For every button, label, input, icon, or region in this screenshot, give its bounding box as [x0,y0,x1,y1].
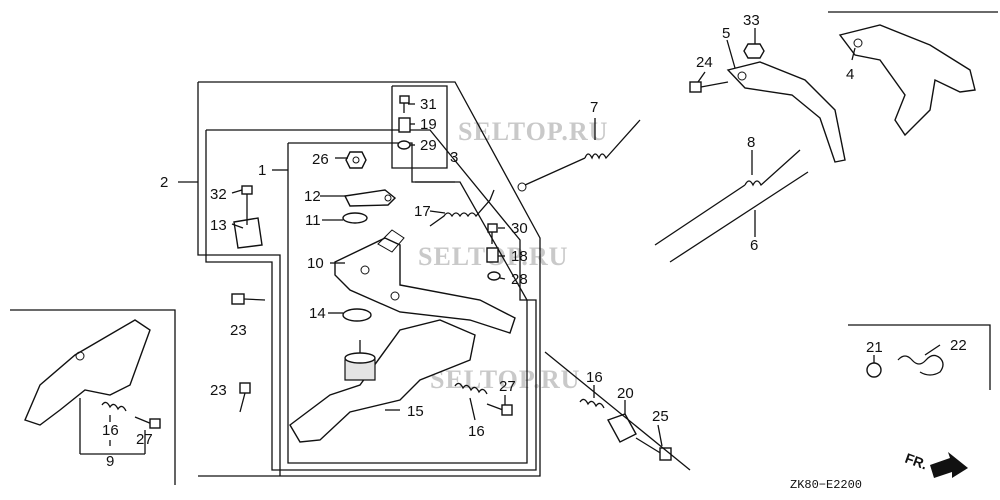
callout-27-center: 27 [499,378,516,395]
callout-24: 24 [696,54,713,71]
callout-9: 9 [106,453,114,470]
callout-4: 4 [846,66,854,83]
washer-28 [487,271,501,281]
callout-11: 11 [305,212,321,229]
callout-8: 8 [747,134,755,151]
bracket-assembly-9 [24,319,161,429]
washer-14 [342,308,372,322]
callout-1: 1 [258,162,266,179]
rod-8 [654,149,801,246]
callout-17: 17 [414,203,431,220]
group-outline-29 [391,85,448,169]
rod-7 [517,119,641,192]
callout-31: 31 [420,96,437,113]
nut-18 [486,247,499,263]
callout-18: 18 [511,248,528,265]
watermark: SELTOP.RU [458,117,608,146]
callout-7: 7 [590,99,598,116]
lever-assembly-4 [838,24,976,137]
callout-33: 33 [743,12,760,29]
front-direction-arrow [930,452,968,478]
callout-32: 32 [210,186,227,203]
callout-2: 2 [160,174,168,191]
callout-labels: 2 1 3 26 12 11 10 14 15 32 13 23 23 31 1… [102,12,967,470]
callout-14: 14 [309,305,326,322]
callout-23-lower: 23 [210,382,227,399]
nut-33 [743,43,765,59]
bolt-23-upper [231,293,266,305]
callout-3: 3 [450,149,458,166]
callout-30: 30 [511,220,528,237]
callout-10: 10 [307,255,324,272]
nut-26 [345,151,367,169]
direction-label: FR. [903,450,930,473]
chain-22 [897,354,944,376]
callout-23-upper: 23 [230,322,247,339]
clip-29 [397,140,411,150]
callout-16-right: 16 [586,369,603,386]
bolt-25 [635,437,672,461]
spring-17 [429,189,495,227]
grommet-21 [866,362,882,378]
callout-21: 21 [866,339,883,356]
callout-27-left: 27 [136,431,153,448]
diagram-code: ZK80−E2200 [790,478,862,492]
group-outline-left [10,309,176,485]
callout-16-left: 16 [102,422,119,439]
callout-15: 15 [407,403,424,420]
bracket-13 [233,185,263,249]
bolt-27-center [486,403,513,416]
callout-12: 12 [304,188,321,205]
group-outline-22 [848,324,991,390]
leader-lines [79,28,941,455]
leader-20-box [544,351,691,471]
callout-5: 5 [722,25,730,42]
callout-29: 29 [420,137,437,154]
callout-13: 13 [210,217,227,234]
lever-12 [343,189,397,207]
callout-25: 25 [652,408,669,425]
spring-16-center [454,382,488,395]
control-plate [289,319,476,443]
watermark: SELTOP.RU [430,365,580,394]
group-outline-1 [205,129,537,471]
bolt-31 [399,95,410,113]
callout-22: 22 [950,337,967,354]
callout-6: 6 [750,237,758,254]
sleeve-20 [606,413,637,443]
rod-6 [669,171,809,263]
group-outline-2 [197,81,541,477]
callout-28: 28 [511,271,528,288]
lever-arm-5 [726,61,846,163]
callout-16-center: 16 [468,423,485,440]
governor-arm-bracket [334,229,516,334]
spring-16-right [579,398,605,409]
washer-11 [342,212,368,224]
collar-19 [398,117,411,133]
callout-19: 19 [420,116,437,133]
bolt-24 [689,81,729,93]
bolt-30 [487,223,498,244]
callout-26: 26 [312,151,329,168]
group-outline-inner [287,142,528,464]
callout-20: 20 [617,385,634,402]
bolt-23-lower [239,382,251,413]
